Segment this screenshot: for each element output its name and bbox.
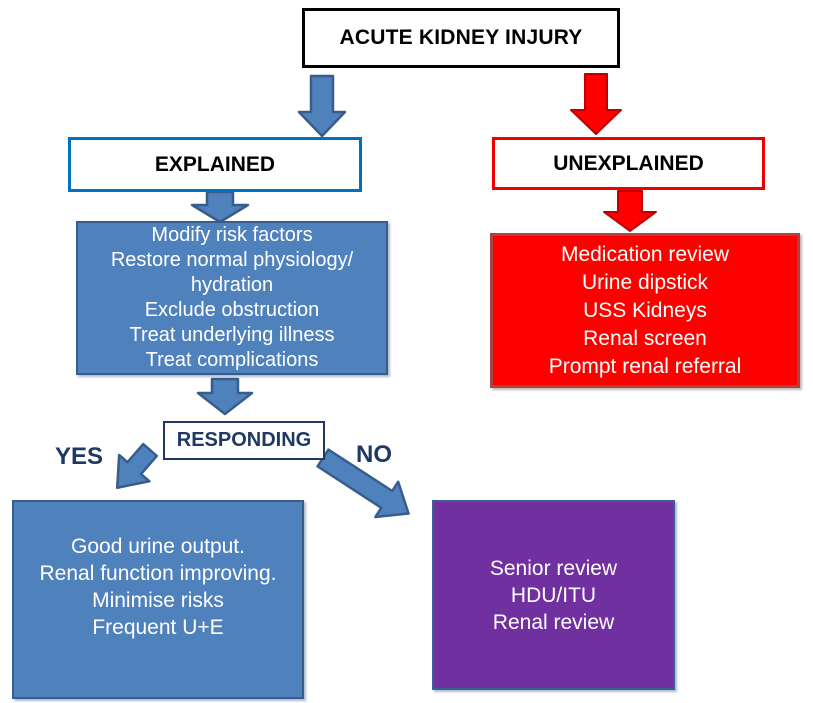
no-outcome-line: HDU/ITU [510,583,597,607]
unexplained-actions-box: Medication review Urine dipstick USS Kid… [490,233,800,388]
arrow-down-explained-icon [297,74,347,138]
yes-outcome-line: Minimise risks [92,588,224,612]
arrow-explained-to-actions-icon [190,190,250,224]
no-outcome-line: Renal review [492,610,615,634]
unexplained-box: UNEXPLAINED [492,137,765,190]
explained-action-line: Restore normal physiology/ [110,249,354,271]
yes-outcome-line: Good urine output. [71,534,245,558]
explained-action-line: Modify risk factors [151,224,313,246]
explained-label: EXPLAINED [154,152,276,176]
page-title: ACUTE KIDNEY INJURY [339,26,583,49]
no-label: NO [356,441,392,468]
yes-outcome-box: Good urine output. Renal function improv… [12,500,304,699]
no-outcome-box: Senior review HDU/ITU Renal review [432,500,675,690]
explained-action-line: Treat underlying illness [129,324,335,346]
explained-actions-box: Modify risk factors Restore normal physi… [76,221,388,375]
unexplained-action-line: Urine dipstick [581,270,709,294]
no-outcome-line: Senior review [489,556,618,580]
arrow-unexplained-to-actions-icon [603,190,657,232]
title-box: ACUTE KIDNEY INJURY [302,8,620,68]
responding-label: RESPONDING [176,429,312,451]
arrow-down-unexplained-icon [570,73,622,135]
unexplained-action-line: Medication review [560,242,730,266]
yes-outcome-line: Frequent U+E [92,615,224,639]
arrow-yes-icon [115,442,159,489]
explained-action-line: hydration [190,274,274,296]
explained-box: EXPLAINED [68,137,362,192]
arrow-actions-to-responding-icon [196,377,254,416]
unexplained-label: UNEXPLAINED [553,151,704,175]
explained-action-line: Treat complications [145,349,319,371]
unexplained-action-line: USS Kidneys [583,298,707,322]
explained-action-line: Exclude obstruction [144,299,320,321]
responding-box: RESPONDING [163,421,325,460]
unexplained-action-line: Renal screen [583,326,707,350]
unexplained-action-line: Prompt renal referral [548,354,742,378]
yes-outcome-line: Renal function improving. [39,561,277,585]
yes-label: YES [55,443,104,470]
